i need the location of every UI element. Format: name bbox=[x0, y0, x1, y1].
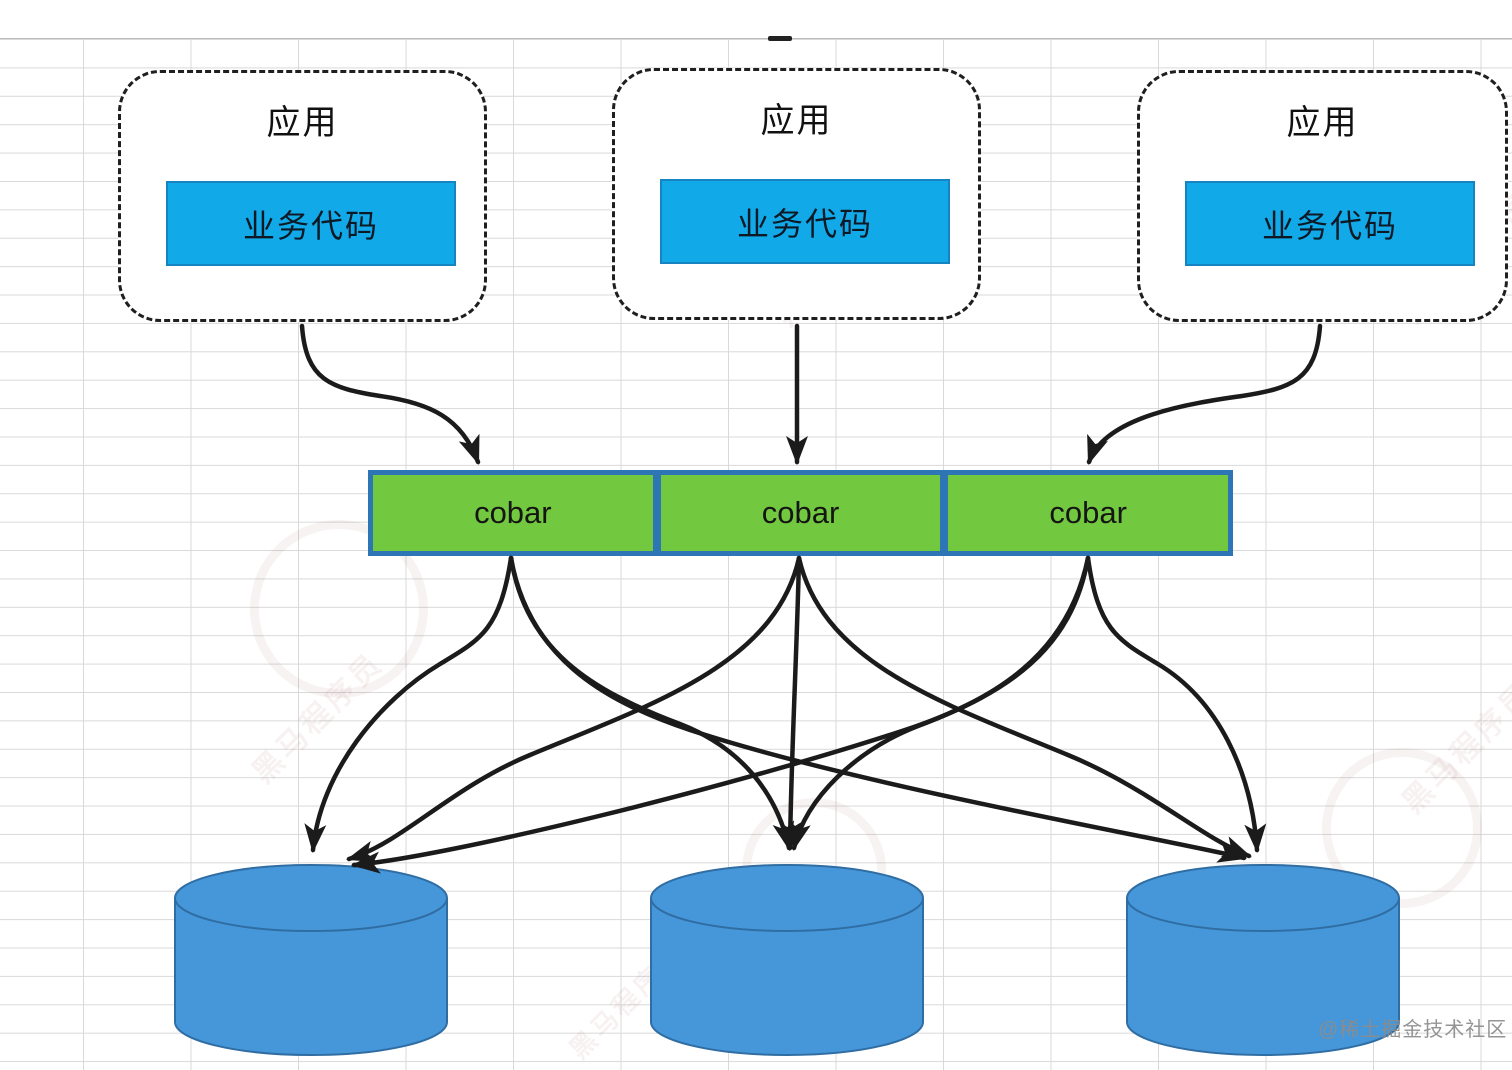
application-title: 应用 bbox=[760, 102, 833, 140]
arrow-cobar1-to-db3 bbox=[508, 555, 1247, 863]
database-right-cylinder bbox=[1126, 864, 1400, 1056]
application-box-1: 应用 业务代码 bbox=[118, 70, 487, 322]
community-credit-watermark: @稀土掘金技术社区 bbox=[1318, 1019, 1508, 1041]
brand-logo-watermark bbox=[1322, 748, 1482, 908]
arrow-cobar3-to-db3 bbox=[1085, 555, 1267, 853]
arrow-app1-to-cobar1 bbox=[299, 323, 481, 465]
database-left-cylinder bbox=[174, 864, 448, 1056]
database-center-cylinder bbox=[650, 864, 924, 1056]
arrow-cobar1-to-db1 bbox=[304, 555, 514, 853]
business-code-box: 业务代码 bbox=[166, 181, 456, 266]
business-code-box: 业务代码 bbox=[1185, 181, 1475, 266]
cobar-cell-1: cobar bbox=[373, 475, 653, 551]
application-title: 应用 bbox=[266, 104, 339, 142]
application-box-2: 应用 业务代码 bbox=[612, 68, 981, 320]
business-code-box: 业务代码 bbox=[660, 179, 950, 264]
top-edge-mark bbox=[768, 36, 792, 41]
application-box-3: 应用 业务代码 bbox=[1137, 70, 1508, 322]
arrow-cobar3-to-db2 bbox=[789, 555, 1091, 851]
arrow-app3-to-cobar3 bbox=[1086, 323, 1323, 465]
cobar-proxy-bar: cobar cobar cobar bbox=[368, 470, 1233, 556]
arrow-cobar3-to-db1 bbox=[351, 555, 1091, 874]
arrow-cobar2-to-db1 bbox=[346, 555, 802, 862]
application-title: 应用 bbox=[1286, 104, 1359, 142]
cobar-cell-3: cobar bbox=[940, 475, 1229, 551]
arrow-cobar2-to-db3 bbox=[796, 555, 1252, 859]
arrow-cobar2-to-db2 bbox=[779, 555, 802, 851]
brand-logo-watermark bbox=[250, 520, 428, 698]
cobar-cell-2: cobar bbox=[652, 475, 941, 551]
